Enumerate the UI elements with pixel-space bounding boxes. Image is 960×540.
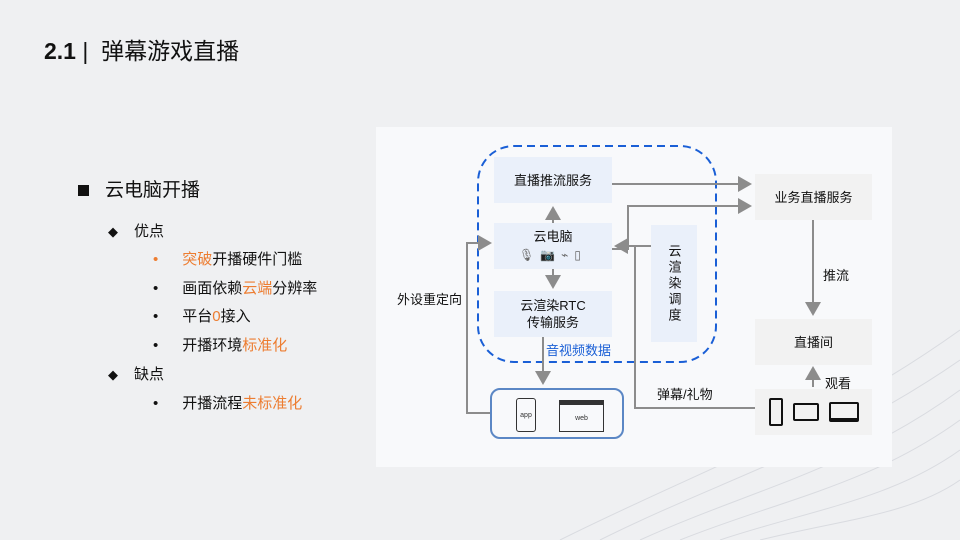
cloud-pc-box: 云电脑 🎙📷⌁▯ xyxy=(494,223,612,269)
list-item: •画面依赖云端分辨率 xyxy=(153,280,318,297)
tablet-icon xyxy=(792,403,819,421)
list-item: •平台0接入 xyxy=(153,308,251,325)
cons-label: ◆缺点 xyxy=(108,366,165,383)
square-bullet-icon xyxy=(78,185,89,196)
heading-item: 云电脑开播 xyxy=(78,175,200,202)
phone-icon: ▯ xyxy=(574,248,588,262)
list-item: •开播环境标准化 xyxy=(153,337,288,354)
diamond-bullet-icon: ◆ xyxy=(108,367,118,382)
laptop-icon xyxy=(828,402,859,422)
pros-label: ◆优点 xyxy=(108,223,165,240)
danmaku-gift-label: 弹幕/礼物 xyxy=(657,387,713,402)
viewer-devices-box xyxy=(755,389,872,435)
peripheral-redirect-label: 外设重定向 xyxy=(397,292,463,307)
push-service-box: 直播推流服务 xyxy=(494,157,612,203)
list-item: •突破开播硬件门槛 xyxy=(153,251,303,268)
camera-icon: 📷 xyxy=(540,248,562,262)
usb-icon: ⌁ xyxy=(561,248,575,262)
page-title: 2.1 | 弹幕游戏直播 xyxy=(44,38,240,64)
web-icon: web xyxy=(559,400,604,432)
microphone-icon: 🎙 xyxy=(518,248,541,262)
scheduler-box: 云渲染调度 xyxy=(651,225,697,342)
app-icon: app xyxy=(516,398,536,432)
client-box: app web xyxy=(490,388,624,439)
push-label: 推流 xyxy=(823,268,850,283)
watch-label: 观看 xyxy=(825,376,852,391)
live-room-box: 直播间 xyxy=(755,319,872,365)
biz-live-service-box: 业务直播服务 xyxy=(755,174,872,220)
phone-icon xyxy=(768,398,783,426)
diamond-bullet-icon: ◆ xyxy=(108,224,118,239)
cloud-boundary xyxy=(477,145,717,363)
list-item: •开播流程未标准化 xyxy=(153,395,303,412)
av-data-label: 音视频数据 xyxy=(546,343,612,358)
